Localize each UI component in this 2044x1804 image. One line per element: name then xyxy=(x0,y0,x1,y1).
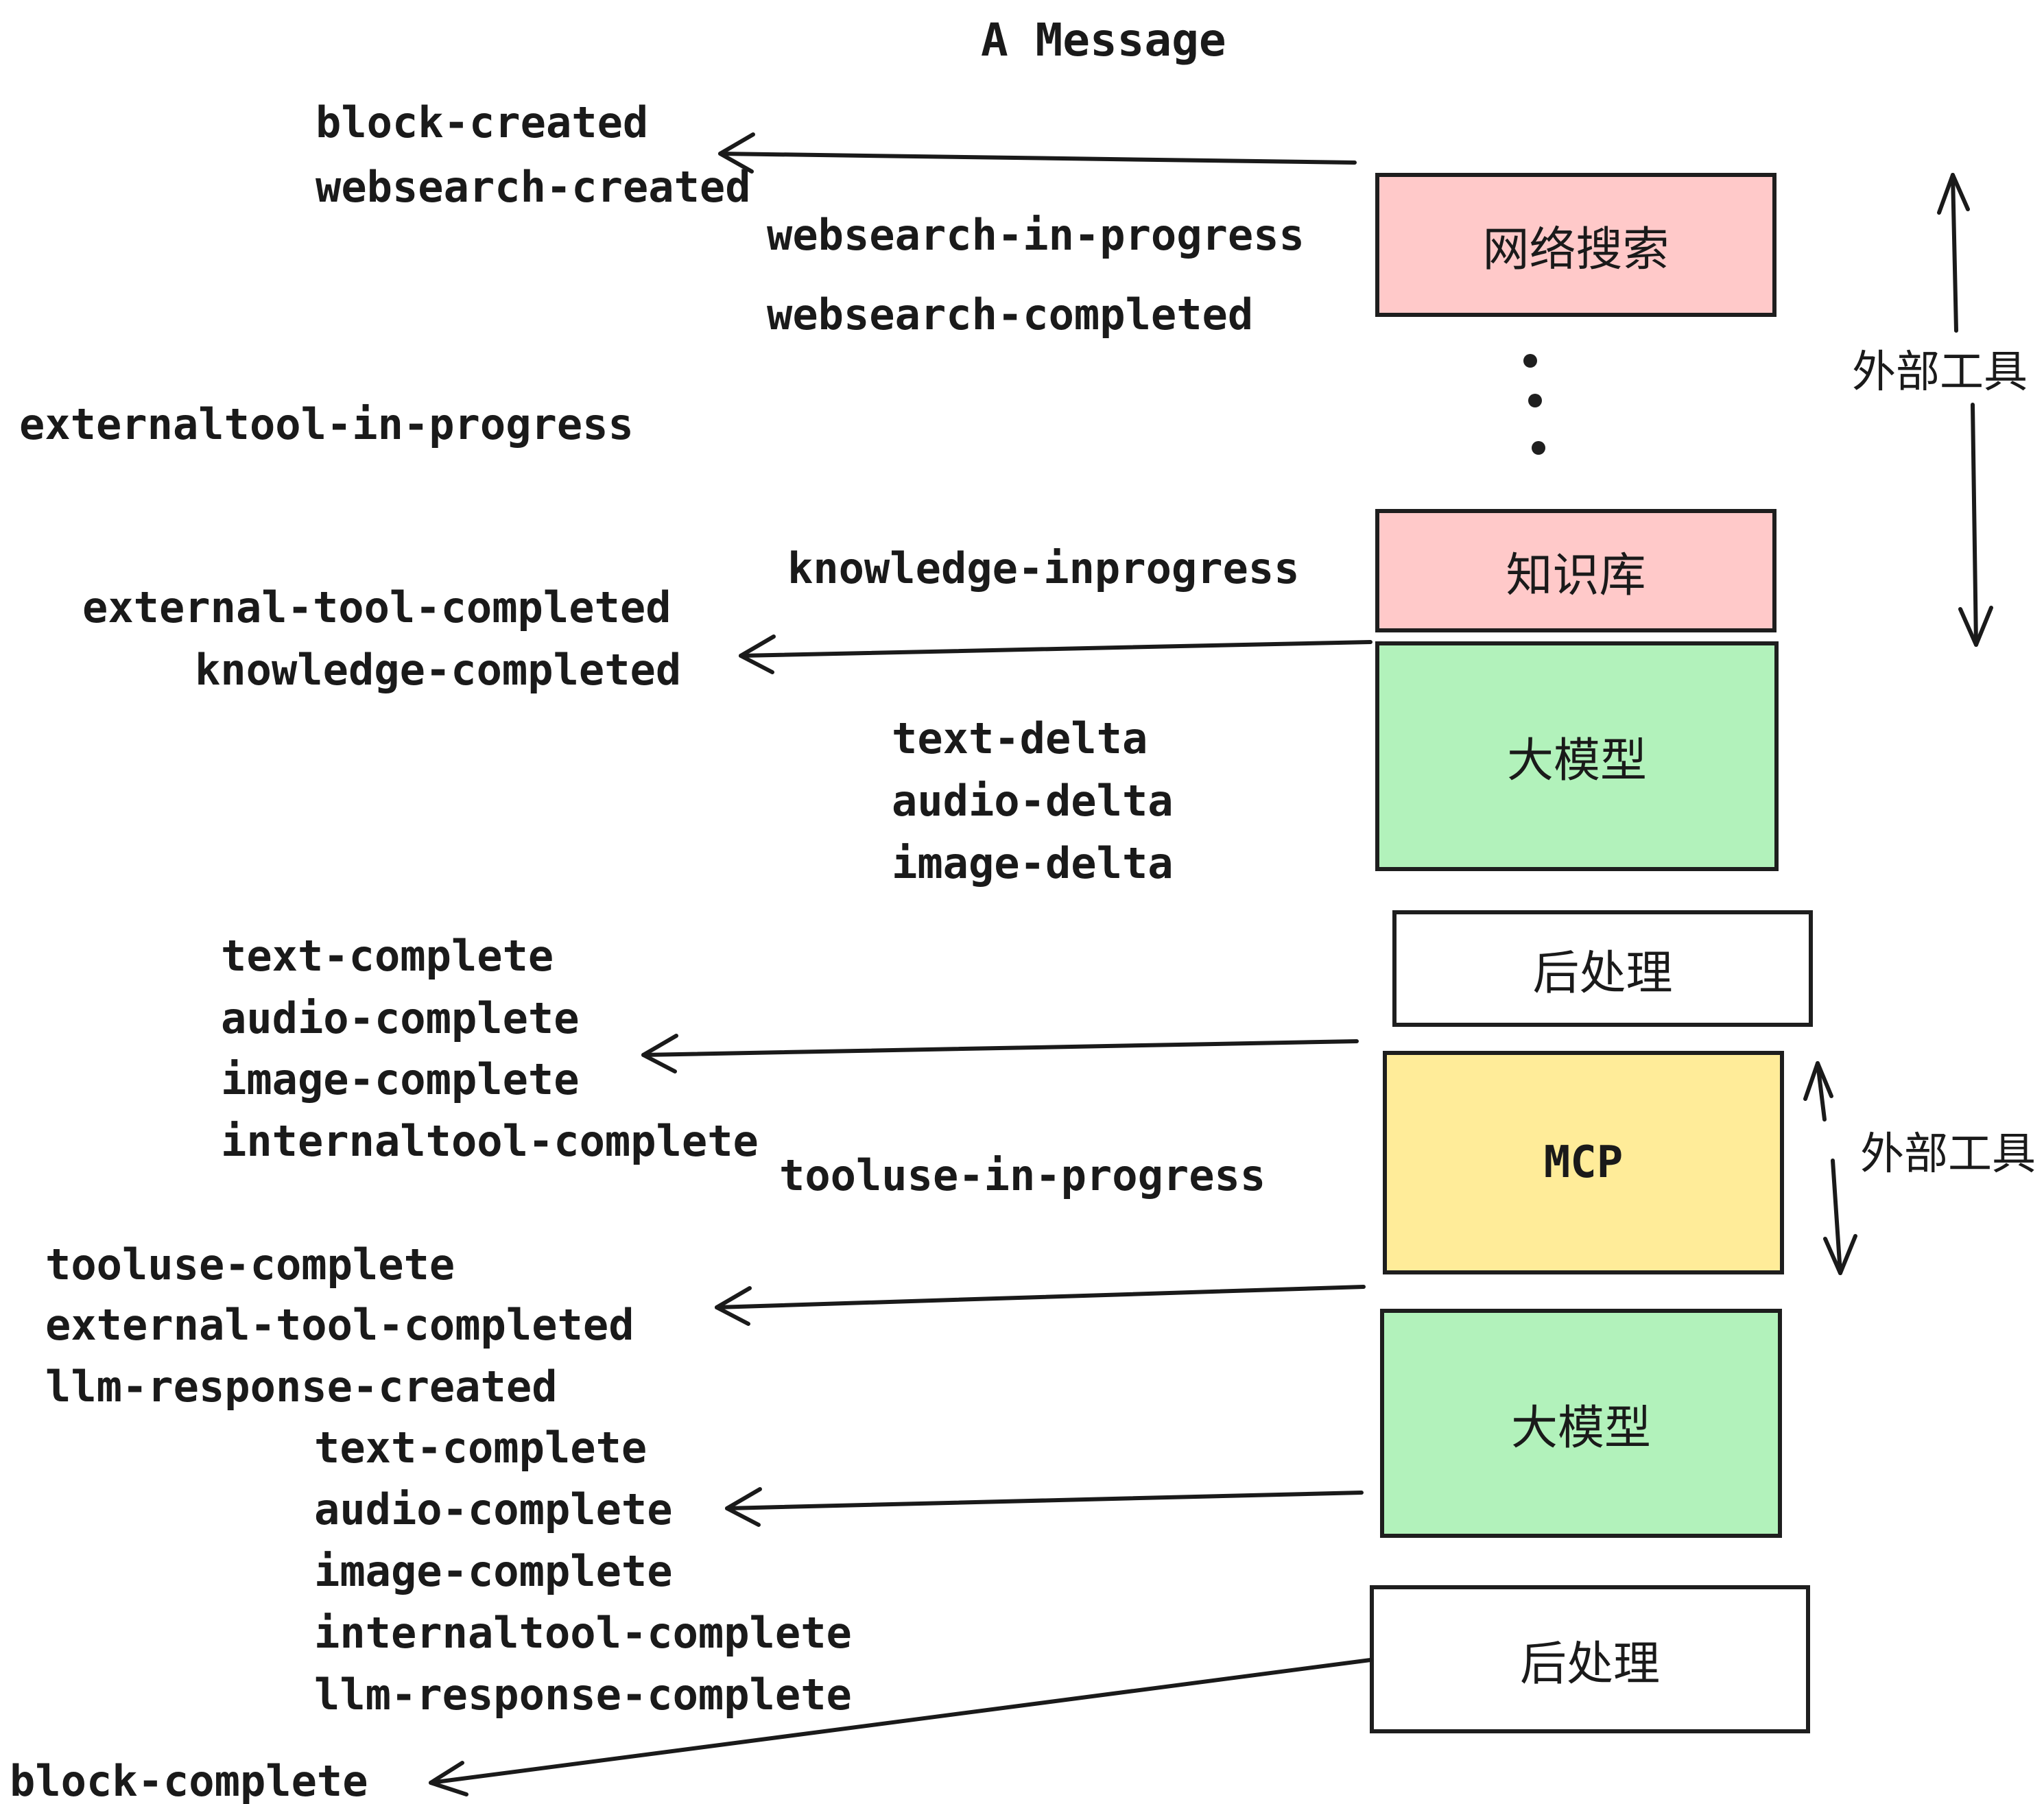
event-label-external-tool-completed: external-tool-completed xyxy=(82,582,672,632)
arrow-to-image-complete xyxy=(641,1034,1359,1073)
arrow-to-knowledge-completed xyxy=(739,634,1372,674)
event-label-image-delta-1: image-delta xyxy=(892,838,1174,888)
event-label-internaltool-complete-2: internaltool-complete xyxy=(314,1608,852,1658)
event-label-text-complete-2: text-complete xyxy=(314,1423,647,1473)
side-label-external-tools-top: 外部工具 xyxy=(1852,347,2028,396)
box-postprocess-2-label: 后处理 xyxy=(1519,1637,1660,1690)
arrow-external-tools-bottom-up xyxy=(1803,1061,1833,1121)
event-label-llm-response-complete: llm-response-complete xyxy=(314,1670,852,1720)
arrow-to-websearch-created xyxy=(718,132,1357,174)
event-label-block-created: block-created xyxy=(316,97,649,147)
ellipsis-dots-icon xyxy=(1523,354,1545,455)
event-label-knowledge-inprogress: knowledge-inprogress xyxy=(787,543,1300,593)
box-postprocess-1: 后处理 xyxy=(1392,910,1813,1027)
event-label-image-complete-1: image-complete xyxy=(221,1054,580,1104)
event-label-text-complete-1: text-complete xyxy=(221,931,554,981)
event-label-image-complete-2: image-complete xyxy=(314,1546,673,1596)
box-llm-1-label: 大模型 xyxy=(1506,735,1647,787)
side-label-external-tools-bottom: 外部工具 xyxy=(1860,1129,2036,1178)
event-label-llm-response-created: llm-response-created xyxy=(45,1362,558,1412)
event-label-knowledge-completed: knowledge-completed xyxy=(195,645,682,695)
box-postprocess-1-label: 后处理 xyxy=(1532,947,1673,999)
event-label-block-complete: block-complete xyxy=(10,1756,368,1804)
arrow-external-tools-bottom-down xyxy=(1823,1159,1857,1275)
page-title: A Message xyxy=(981,14,1226,67)
event-label-tooluse-in-progress: tooluse-in-progress xyxy=(779,1150,1266,1200)
box-postprocess-2: 后处理 xyxy=(1370,1585,1810,1733)
arrow-to-tooluse-complete xyxy=(715,1285,1366,1326)
box-knowledge-label: 知识库 xyxy=(1506,549,1646,602)
box-websearch-label: 网络搜索 xyxy=(1482,223,1669,276)
event-label-text-delta-1: text-delta xyxy=(892,713,1148,763)
box-llm-2: 大模型 xyxy=(1380,1309,1782,1538)
arrow-external-tools-top-down xyxy=(1958,403,1993,647)
arrow-external-tools-top-up xyxy=(1937,173,1970,333)
event-label-websearch-in-progress: websearch-in-progress xyxy=(767,210,1305,260)
event-label-audio-complete-2: audio-complete xyxy=(314,1484,673,1534)
box-websearch: 网络搜索 xyxy=(1375,173,1776,317)
event-label-external-tool-completed-2: external-tool-completed xyxy=(45,1300,634,1350)
event-label-audio-delta-1: audio-delta xyxy=(892,776,1174,826)
box-llm-1: 大模型 xyxy=(1375,641,1779,871)
box-knowledge: 知识库 xyxy=(1375,509,1776,632)
event-label-websearch-created: websearch-created xyxy=(316,162,751,212)
event-label-websearch-completed: websearch-completed xyxy=(767,289,1254,340)
event-label-tooluse-complete: tooluse-complete xyxy=(45,1239,455,1290)
event-label-internaltool-complete-1: internaltool-complete xyxy=(221,1116,759,1166)
box-llm-2-label: 大模型 xyxy=(1510,1401,1651,1454)
box-mcp-label: MCP xyxy=(1543,1137,1624,1188)
event-label-externaltool-in-progress: externaltool-in-progress xyxy=(19,399,634,449)
event-label-audio-complete-1: audio-complete xyxy=(221,993,580,1043)
box-mcp: MCP xyxy=(1383,1051,1784,1274)
arrow-to-audio-complete xyxy=(725,1487,1364,1527)
